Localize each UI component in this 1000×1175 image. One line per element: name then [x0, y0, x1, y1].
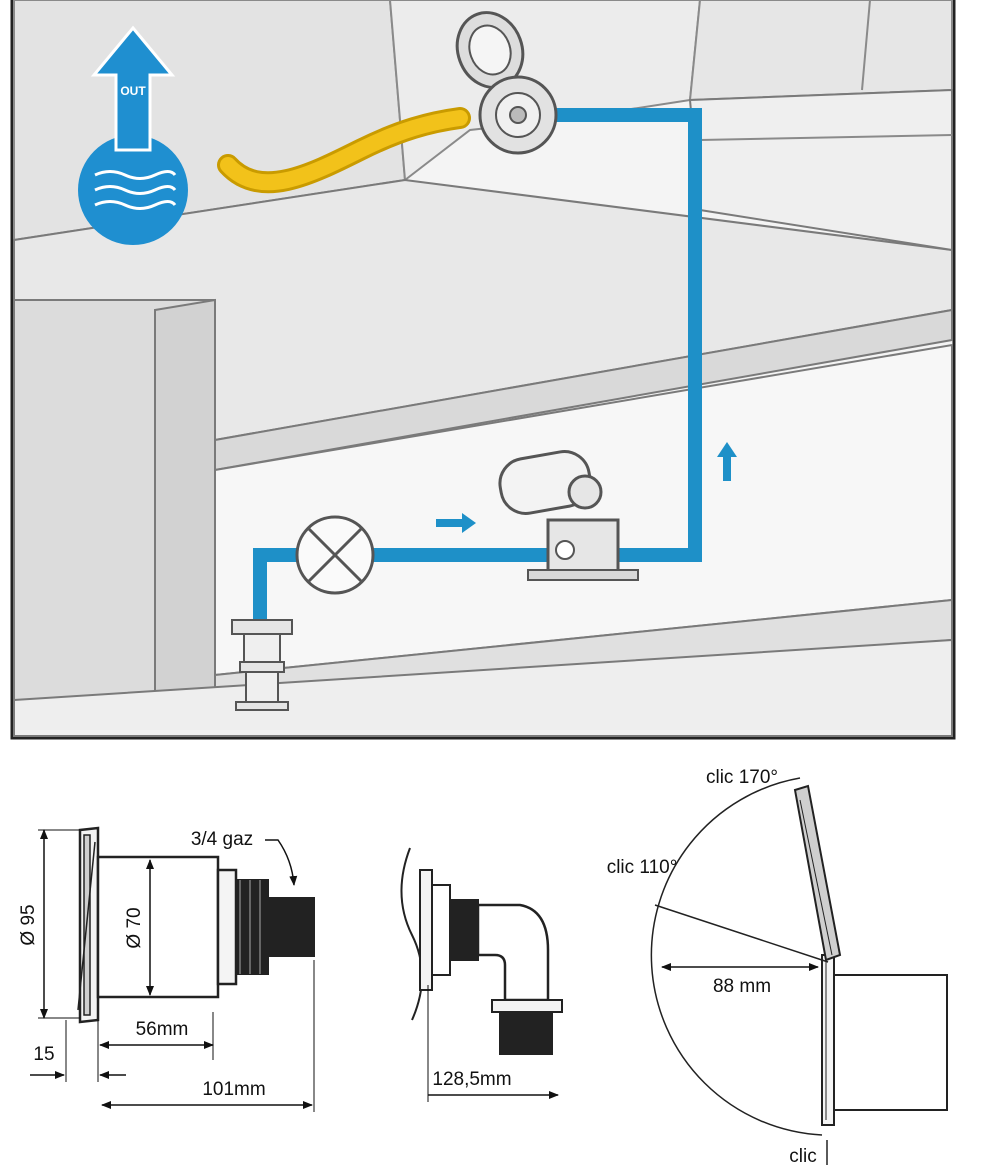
valve-icon	[295, 515, 375, 595]
depth-body-label: 56mm	[136, 1019, 189, 1040]
flange-label: 15	[33, 1044, 54, 1065]
elbow-view-drawing: 128,5mm	[400, 847, 563, 1102]
diameter-outer-label: Ø 95	[18, 904, 39, 945]
yellow-hose	[220, 110, 468, 191]
clic-110-label: clic 110°	[607, 857, 678, 878]
opening-arc	[650, 777, 823, 1136]
angle-110-line	[654, 904, 829, 963]
pump-icon	[498, 450, 639, 581]
arrow-up-icon	[717, 442, 737, 481]
badge-label: OUT	[120, 84, 146, 98]
lid-view-drawing: clic 170° clic 110° 88 mm clic	[607, 767, 948, 1167]
radius-label: 88 mm	[713, 976, 771, 997]
thread-label: 3/4 gaz	[191, 829, 253, 850]
water-out-icon: OUT	[78, 25, 188, 245]
total-length-label: 101mm	[202, 1079, 265, 1100]
shower-outlet	[455, 11, 558, 155]
through-hull-fitting	[231, 619, 293, 711]
diameter-inner-label: Ø 70	[124, 907, 145, 948]
installation-illustration: OUT	[10, 0, 956, 740]
arrow-right-icon	[436, 513, 476, 533]
clic-170-label: clic 170°	[706, 767, 778, 788]
side-view-drawing: Ø 95 Ø 70 3/4 gaz 56mm 15 101mm	[18, 826, 315, 1112]
elbow-length-label: 128,5mm	[432, 1069, 511, 1090]
clic-closed-label: clic	[789, 1146, 816, 1167]
blue-pipe	[253, 108, 702, 625]
bench	[13, 88, 953, 737]
